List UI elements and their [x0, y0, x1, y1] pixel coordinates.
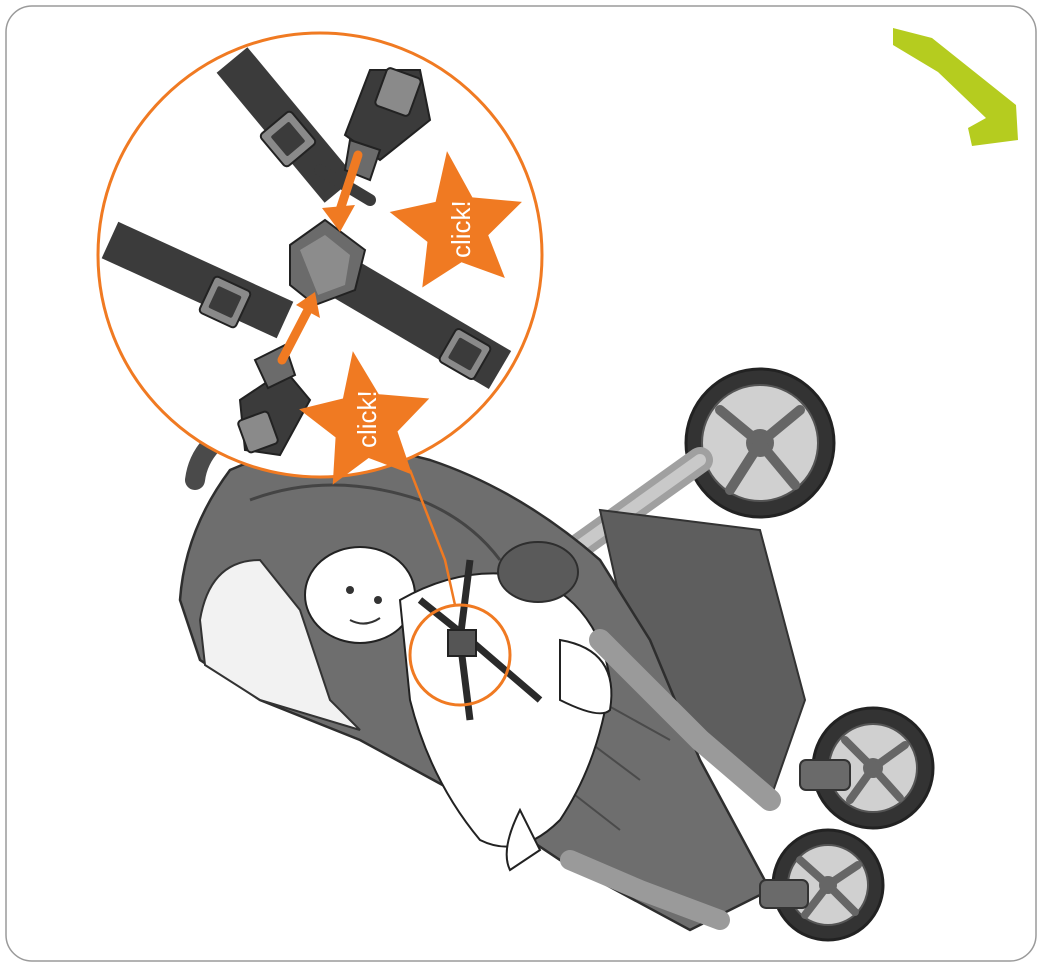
harness-buckle — [448, 630, 476, 656]
click-label-bottom: click! — [352, 390, 382, 448]
stroller-hub — [498, 542, 578, 602]
wheel-rear-right — [686, 369, 834, 517]
click-label-top: click! — [446, 200, 476, 258]
